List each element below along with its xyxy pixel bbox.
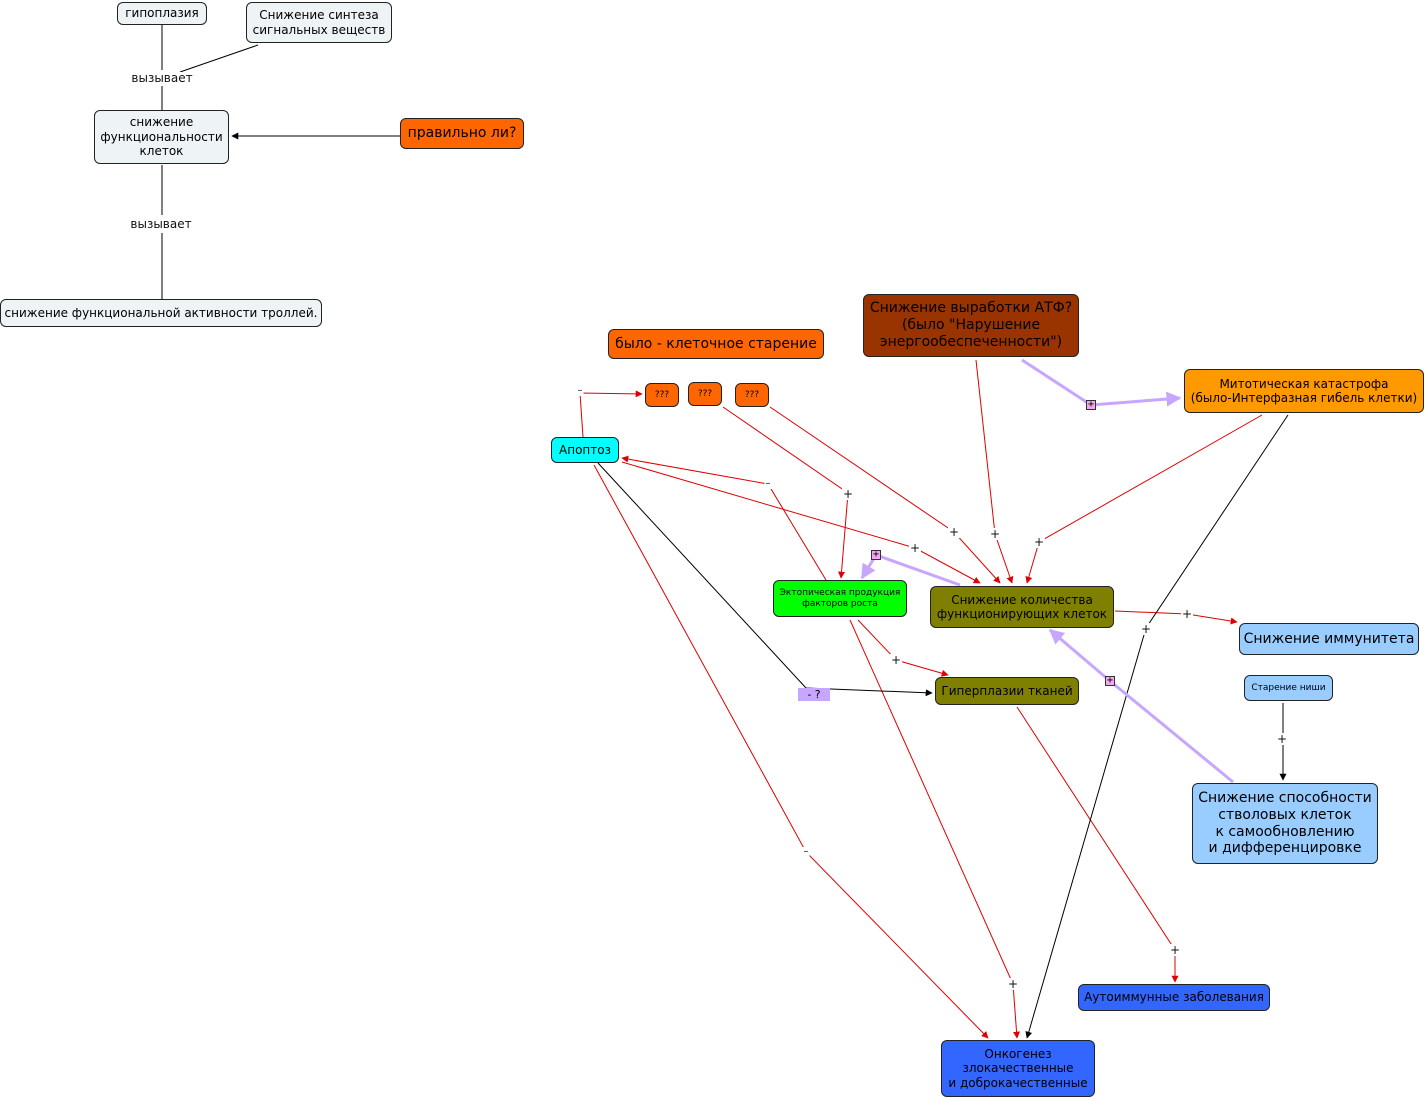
node-question-2[interactable]: ??? [688,382,722,406]
node-functioning-cells[interactable]: Снижение количества функционирующих клет… [930,586,1114,628]
link-label-minus-question: - ? [798,688,830,701]
node-was-senescence[interactable]: было - клеточное старение [608,329,824,359]
link-label-plus: + [908,541,922,555]
link-label-minus: – [576,385,584,396]
link-label-plus-box: + [1105,675,1115,686]
node-mitotic-catastrophe[interactable]: Митотическая катастрофа (было-Интерфазна… [1184,369,1424,413]
node-question-1[interactable]: ??? [645,383,679,407]
node-immunity[interactable]: Снижение иммунитета [1239,623,1419,655]
link-label-plus: + [1168,943,1182,957]
node-signal-synthesis[interactable]: Снижение синтеза сигнальных веществ [246,2,392,43]
link-label-minus: – [764,478,772,489]
node-autoimmune[interactable]: Аутоиммунные заболевания [1078,984,1270,1011]
node-ectopic-growth[interactable]: Эктопическая продукция факторов роста [773,580,907,617]
link-label-plus: + [988,527,1002,541]
link-label-plus: + [841,487,855,501]
link-funccells-immunity [1114,610,1238,625]
link-label-plus: + [1139,622,1153,636]
node-atp[interactable]: Снижение выработки АТФ? (было "Нарушение… [863,294,1079,357]
link-label-plus-box: + [1086,399,1096,410]
link-mitotic-onco [1025,414,1289,1039]
link-label-plus: + [889,653,903,667]
link-label-causes: вызывает [130,71,194,85]
node-is-it-correct[interactable]: правильно ли? [400,118,524,149]
link-apoptosis-onco [593,464,989,1039]
node-troll-activity[interactable]: снижение функциональной активности тролл… [0,299,322,327]
node-cell-function[interactable]: снижение функциональности клеток [94,110,229,164]
link-label-plus: + [1180,607,1194,621]
link-label-causes: вызывает [129,217,193,231]
node-niche-aging[interactable]: Старение ниши [1244,675,1333,701]
link-label-minus: – [802,846,810,857]
link-apoptosis-hyperplasia [597,462,933,697]
node-question-3[interactable]: ??? [735,383,769,407]
link-ectopic-apoptosis [621,455,827,581]
link-q2-ectopic [722,406,849,579]
link-label-plus: + [1032,535,1046,549]
link-hyperplasia-autoimmune [1016,706,1179,983]
link-apoptosis-funccells [621,461,981,584]
link-apoptosis-q1 [579,390,643,438]
link-ectopic-hyperplasia [857,619,949,677]
link-mitotic-funccells [1025,414,1263,584]
link-label-plus: + [1006,977,1020,991]
link-atp-mitotic [1021,358,1182,407]
node-hyperplasia[interactable]: Гиперплазии тканей [935,677,1079,705]
link-signal-causes [179,44,259,73]
link-label-plus: + [947,525,961,539]
link-label-plus: + [1275,732,1289,746]
link-label-plus-box: + [871,549,881,560]
link-stem-funccells [1048,628,1234,784]
node-oncogenesis[interactable]: Онкогенез злокачественные и доброкачеств… [941,1040,1095,1097]
link-q3-funccells [769,406,1001,584]
node-stem-cells[interactable]: Снижение способности стволовых клеток к … [1192,783,1378,864]
node-apoptosis[interactable]: Апоптоз [551,437,619,463]
link-atp-funccells [975,359,1014,584]
node-hypoplasia[interactable]: гипоплазия [117,2,207,25]
